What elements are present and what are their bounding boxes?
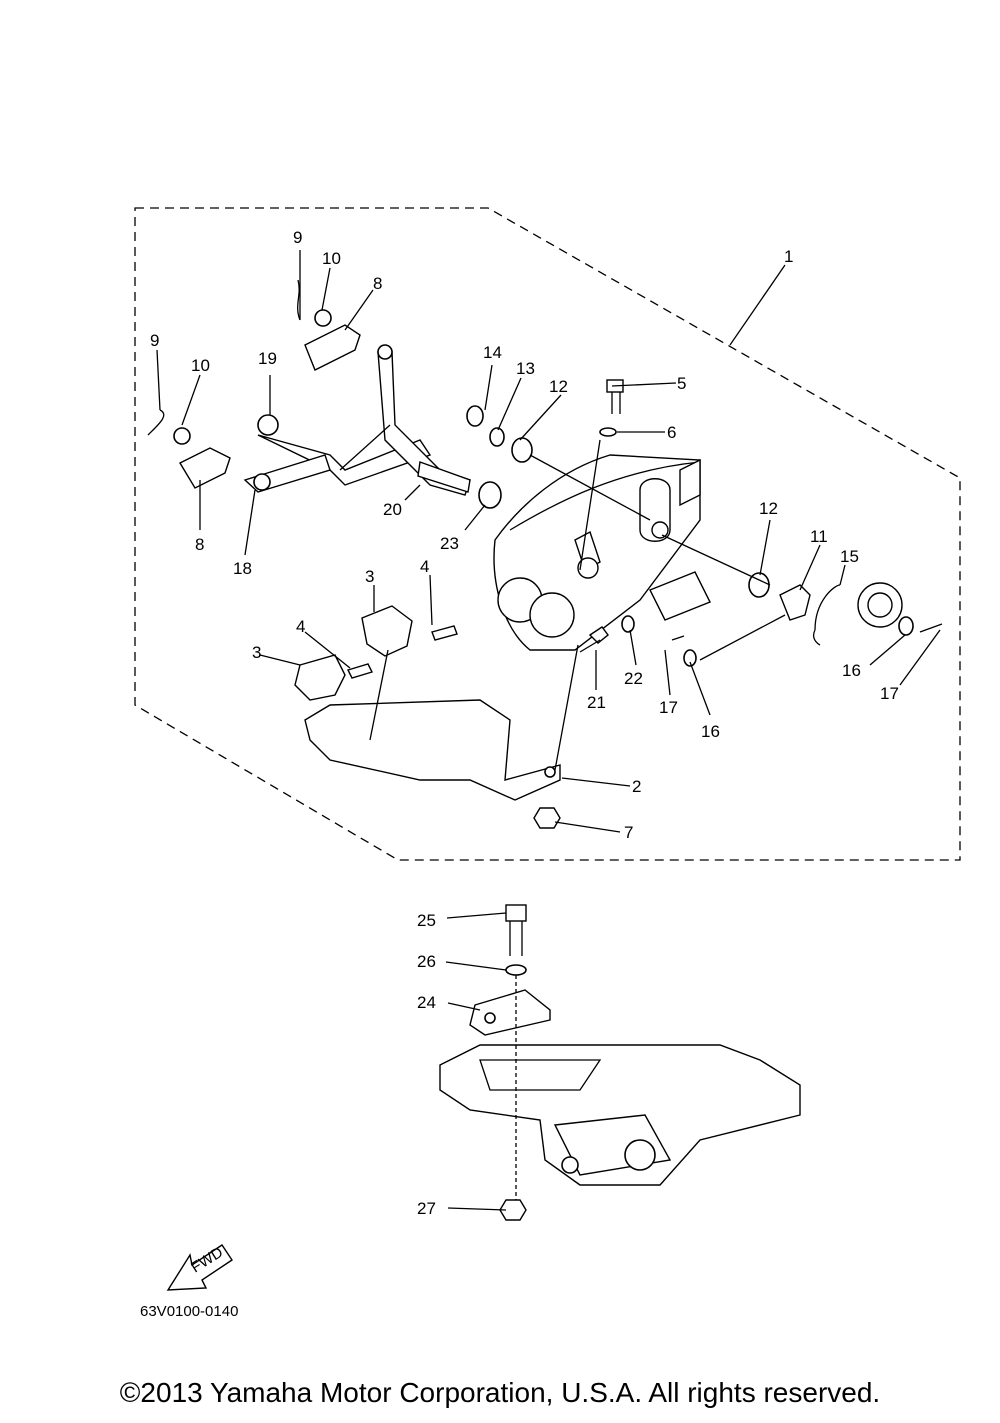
- callout-4: 4: [296, 617, 305, 636]
- callout-25: 25: [417, 911, 436, 930]
- callout-9: 9: [150, 331, 159, 350]
- brackets: [294, 605, 561, 801]
- callout-14: 14: [483, 343, 502, 362]
- assembly-boundary: [134, 207, 961, 861]
- callout-5: 5: [677, 374, 686, 393]
- callout-4: 4: [420, 557, 429, 576]
- engine-housing: [493, 454, 711, 651]
- callout-3: 3: [365, 567, 374, 586]
- callout-9: 9: [293, 228, 302, 247]
- callout-19: 19: [258, 349, 277, 368]
- callout-11: 11: [810, 527, 828, 546]
- callout-22: 22: [624, 669, 643, 688]
- callout-17: 17: [880, 684, 899, 703]
- callout-2: 2: [632, 777, 641, 796]
- diagram-code: 63V0100-0140: [140, 1303, 238, 1320]
- callout-17: 17: [659, 698, 678, 717]
- callout-23: 23: [440, 534, 459, 553]
- callout-18: 18: [233, 559, 252, 578]
- callout-12: 12: [759, 499, 778, 518]
- callout-16: 16: [842, 661, 861, 680]
- callout-8: 8: [373, 274, 382, 293]
- callout-20: 20: [383, 500, 402, 519]
- callout-1: 1: [784, 247, 793, 266]
- callout-13: 13: [516, 359, 535, 378]
- callout-3: 3: [252, 643, 261, 662]
- callout-6: 6: [667, 423, 676, 442]
- callout-12: 12: [549, 377, 568, 396]
- callout-24: 24: [417, 993, 436, 1012]
- callout-8: 8: [195, 535, 204, 554]
- callout-26: 26: [417, 952, 436, 971]
- fwd-arrow-icon: FWD: [166, 1244, 233, 1291]
- callout-10: 10: [322, 249, 341, 268]
- callout-15: 15: [840, 547, 859, 566]
- lower-assembly: [439, 904, 801, 1221]
- copyright: ©2013 Yamaha Motor Corporation, U.S.A. A…: [119, 1377, 881, 1408]
- callouts: 1 2 3 3 4 4 5 6 7 8 8 9 9 10 10 11 12 12…: [150, 228, 899, 1218]
- leader-lines: [156, 250, 941, 1211]
- shift-linkage: [179, 324, 471, 496]
- callout-7: 7: [624, 823, 633, 842]
- callout-16: 16: [701, 722, 720, 741]
- callout-21: 21: [587, 693, 606, 712]
- fasteners: [147, 279, 943, 829]
- callout-27: 27: [417, 1199, 436, 1218]
- callout-10: 10: [191, 356, 210, 375]
